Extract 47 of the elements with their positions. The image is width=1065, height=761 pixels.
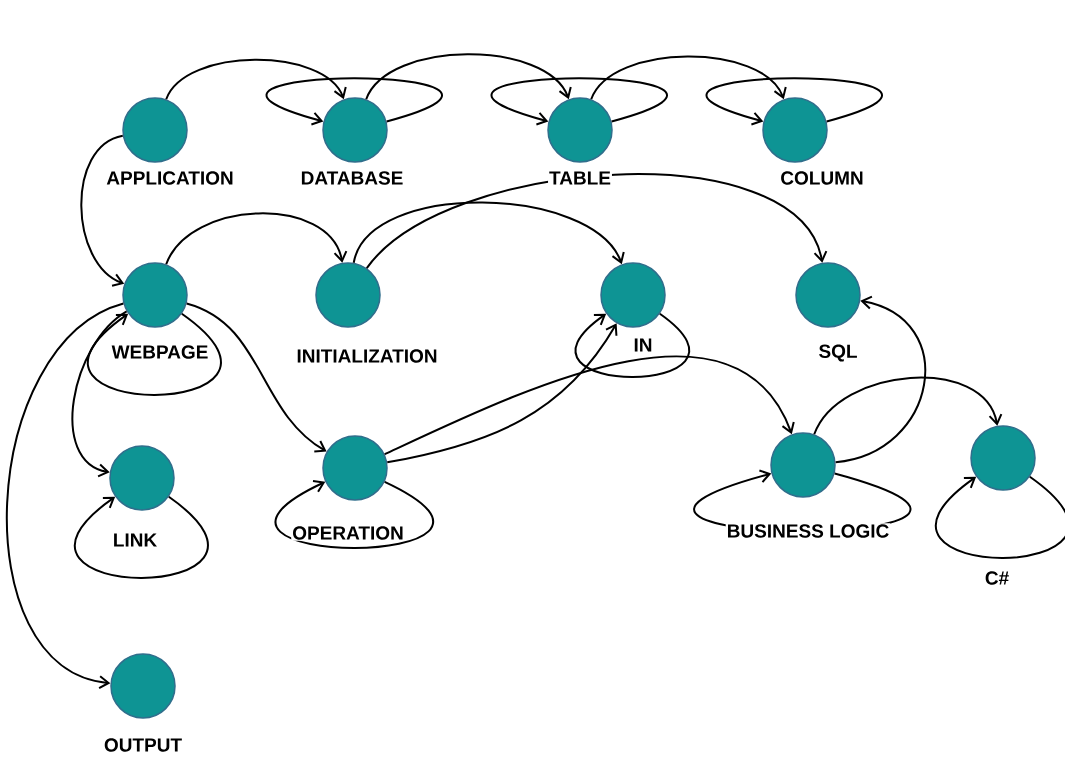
arrow — [935, 475, 1065, 559]
arrow — [86, 312, 222, 396]
arrow — [834, 295, 927, 464]
arrow — [365, 53, 572, 101]
arrow — [590, 55, 787, 101]
node-label: WEBPAGE — [110, 344, 210, 360]
arrow — [185, 302, 327, 453]
arrow — [73, 495, 209, 579]
circle-node — [122, 262, 188, 328]
arrow — [80, 134, 125, 287]
node-label: BUSINESS LOGIC — [725, 523, 891, 539]
arrow — [165, 58, 347, 101]
node-label: DATABASE — [299, 170, 405, 186]
node-label: COLUMN — [779, 170, 865, 186]
node-label: OUTPUT — [102, 737, 184, 753]
arrow — [352, 201, 625, 265]
node-label: TABLE — [548, 170, 612, 186]
arrow — [265, 77, 443, 126]
circle-node — [322, 435, 388, 501]
circle-node — [762, 97, 828, 163]
arrow — [383, 356, 795, 456]
arrow — [705, 77, 883, 126]
circle-node — [770, 432, 836, 498]
circle-node — [122, 97, 188, 163]
arrow — [490, 77, 668, 126]
node-label: OPERATION — [291, 525, 405, 541]
arrow — [165, 212, 348, 266]
node-label: APPLICATION — [105, 170, 235, 186]
circle-node — [600, 262, 666, 328]
circle-node — [795, 262, 861, 328]
arrow — [6, 302, 125, 690]
node-label: IN — [632, 337, 654, 353]
circle-node — [970, 425, 1036, 491]
arrow — [574, 312, 691, 378]
node-label: INITIALIZATION — [295, 348, 439, 364]
arrow — [71, 310, 128, 478]
node-label: LINK — [111, 532, 159, 548]
circle-node — [322, 97, 388, 163]
arrow — [274, 479, 434, 550]
arrow — [813, 376, 1003, 436]
circle-node — [315, 262, 381, 328]
arrow — [386, 323, 618, 464]
node-label: SQL — [817, 343, 859, 363]
circle-node — [110, 653, 176, 719]
circle-node — [547, 97, 613, 163]
node-label: C# — [983, 570, 1011, 586]
circle-node — [109, 445, 175, 511]
